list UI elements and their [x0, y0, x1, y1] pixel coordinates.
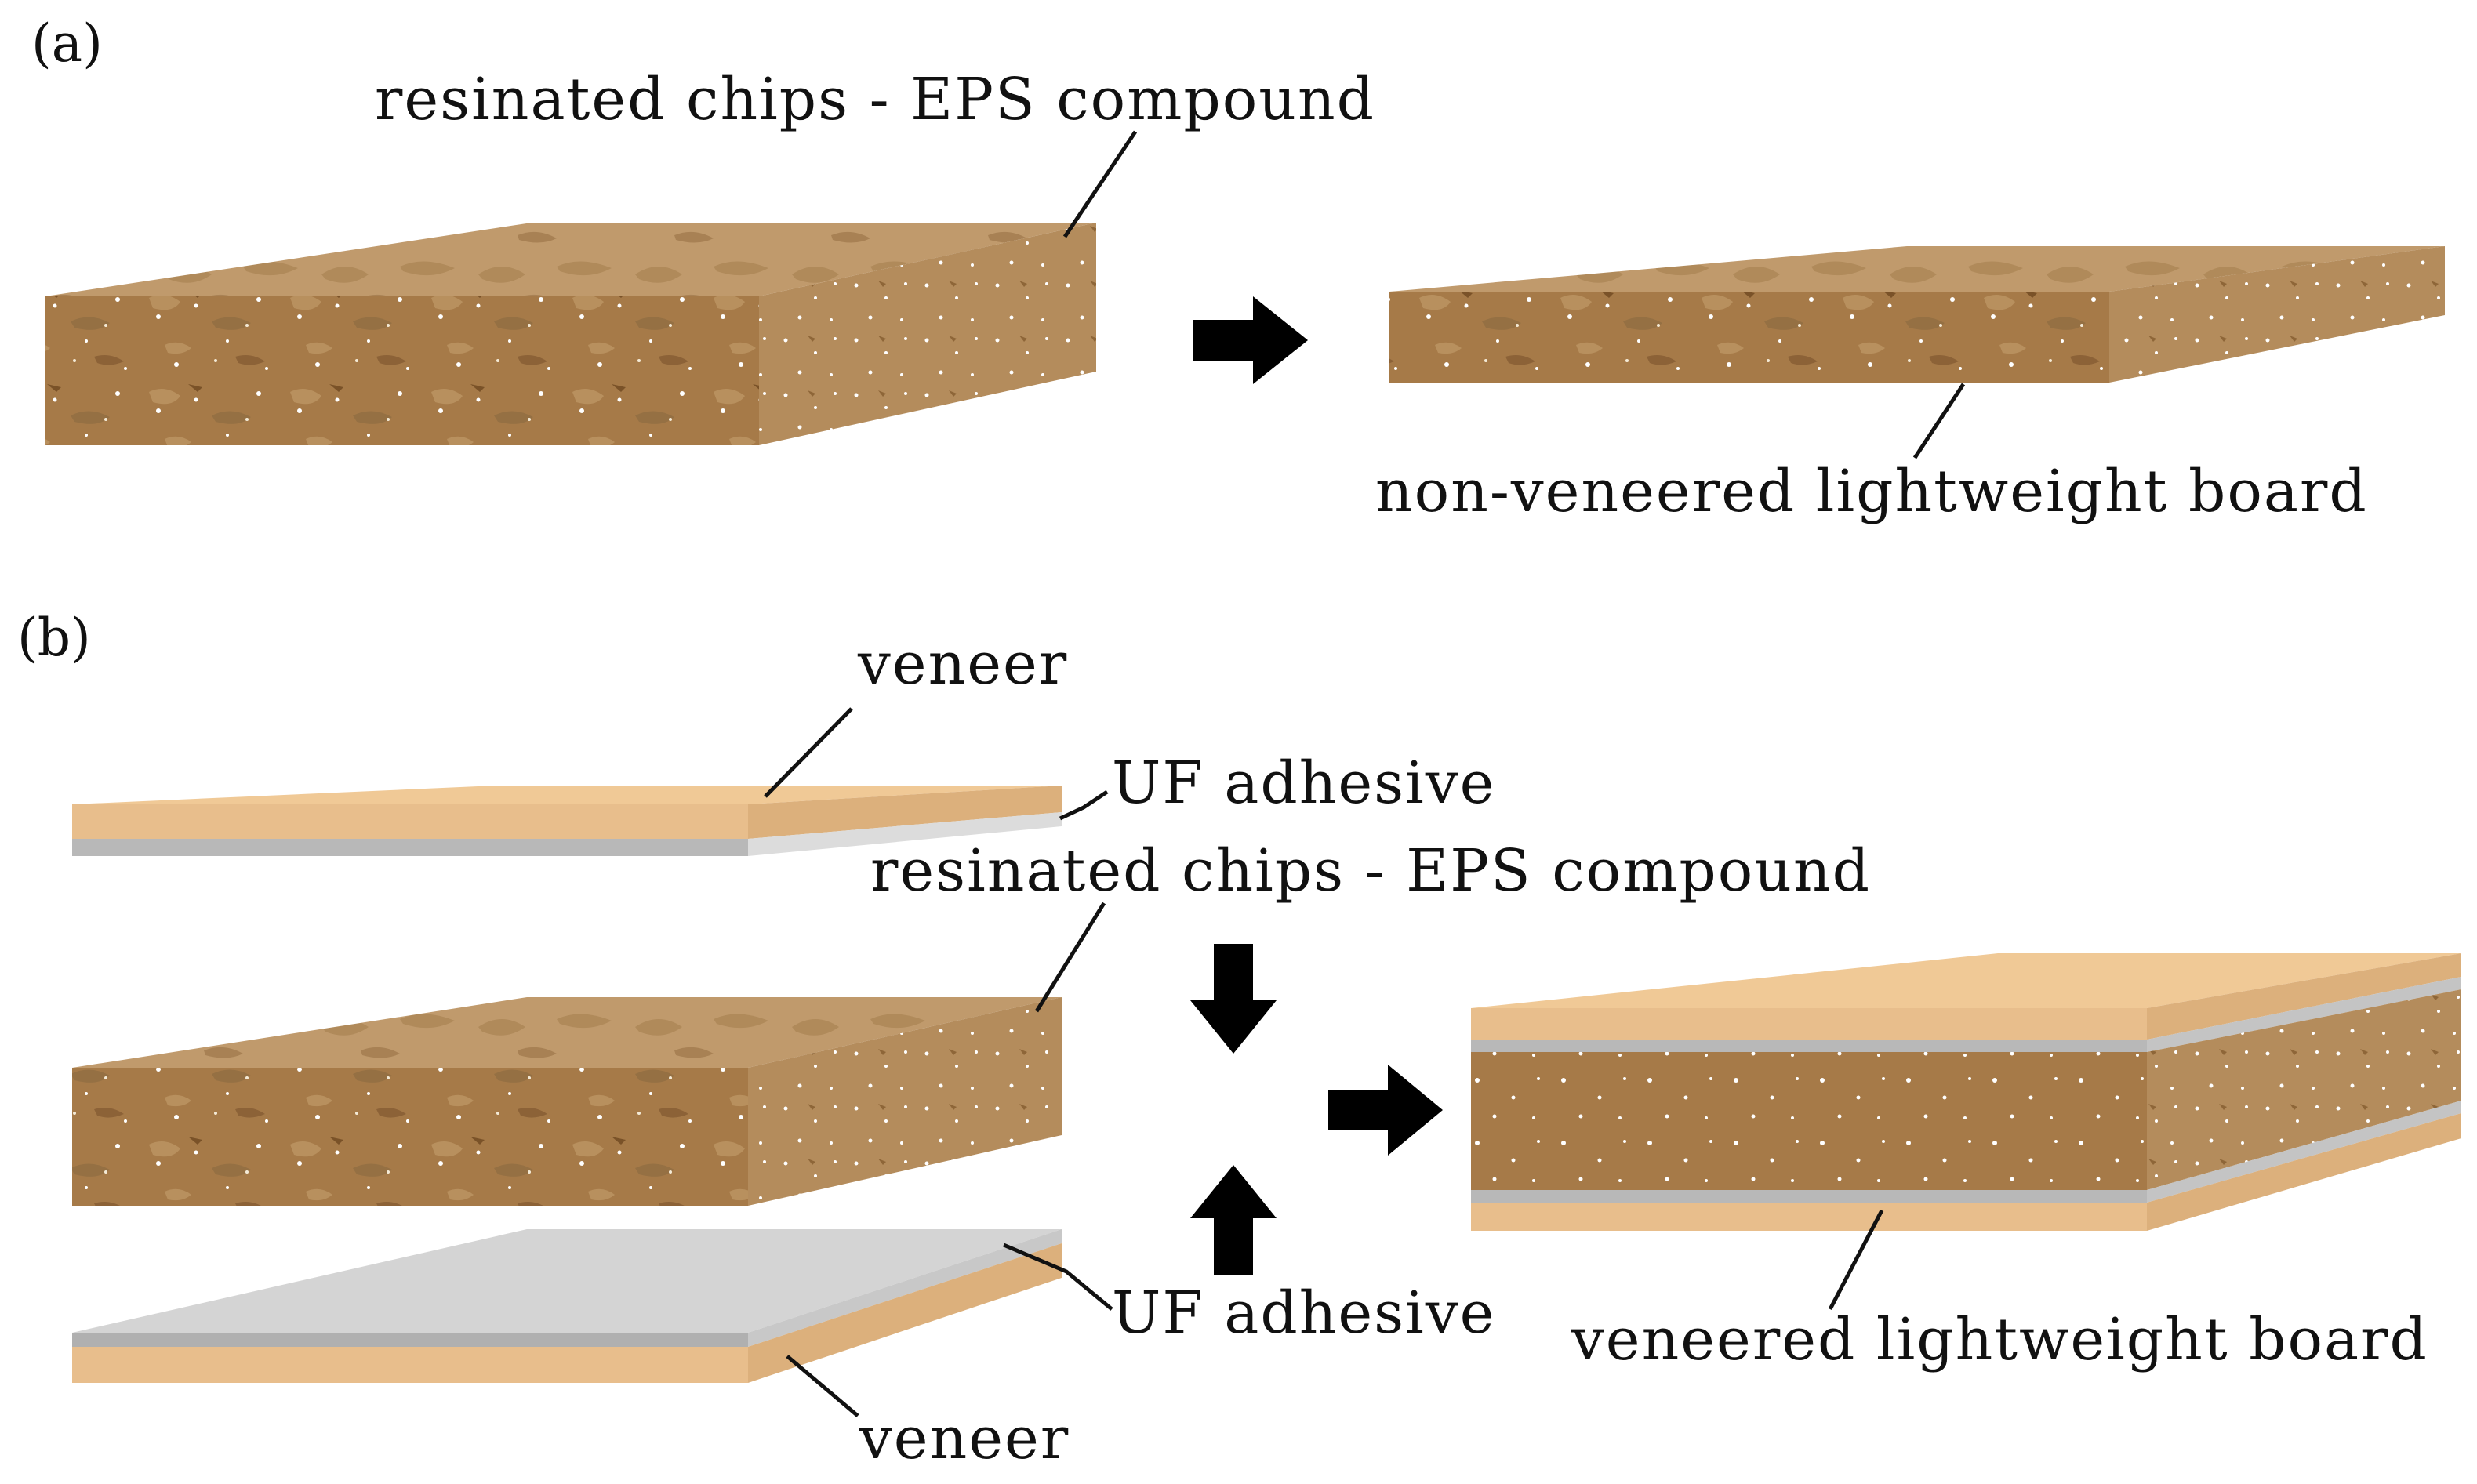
veneer-top-stack [72, 786, 1062, 856]
board-b-top [1471, 953, 2461, 1008]
label-adhesive-top: UF adhesive [1112, 749, 1495, 817]
adhesive-top-side [748, 812, 1062, 856]
adhesive-bottom-top [72, 1229, 1062, 1333]
board-b-side-adhesive-bottom [2147, 1101, 2461, 1203]
arrow-right-b [1328, 1065, 1443, 1156]
veneer-top-top [72, 786, 1062, 804]
leader-compound-a [1062, 130, 1138, 238]
panel-b-tag: (b) [17, 608, 91, 668]
veneered-board [1471, 953, 2461, 1231]
chips-eps-block-a [45, 223, 1096, 445]
veneer-top-side [748, 786, 1062, 839]
adhesive-bottom-side [748, 1229, 1062, 1347]
board-b-core [1471, 1052, 2147, 1190]
board-a-top [1389, 246, 2445, 292]
veneer-bottom-front [72, 1347, 748, 1383]
panel-a-tag: (a) [31, 13, 103, 74]
adhesive-top-front [72, 839, 748, 856]
label-veneer-bottom: veneer [859, 1405, 1070, 1472]
label-veneer-top: veneer [857, 630, 1068, 698]
label-compound-a: resinated chips - EPS compound [375, 66, 1375, 133]
leader-veneer-bottom [786, 1355, 859, 1417]
arrow-right-a [1193, 296, 1308, 384]
arrow-down-press [1190, 944, 1277, 1054]
board-b-side-veneer-bottom [2147, 1113, 2461, 1231]
veneer-bottom-side [748, 1243, 1062, 1383]
veneer-top-front [72, 804, 748, 839]
block-b-side [748, 997, 1062, 1206]
leader-board-a [1912, 383, 1966, 459]
leader-board-b [1828, 1209, 1884, 1311]
label-board-b: veneered lightweight board [1571, 1306, 2428, 1373]
block-a-top [45, 223, 1096, 296]
leader-veneer-top [764, 707, 853, 798]
board-b-side-veneer-top [2147, 953, 2461, 1040]
leader-adhesive-top [1059, 789, 1109, 821]
chips-eps-block-b [72, 997, 1062, 1206]
board-b-adhesive-top [1471, 1040, 2147, 1052]
board-b-veneer-bottom [1471, 1203, 2147, 1231]
leader-compound-b [1034, 902, 1106, 1013]
board-a-side [2109, 246, 2445, 383]
board-a-front [1389, 292, 2109, 383]
block-a-side [759, 223, 1096, 445]
label-board-a: non-veneered lightweight board [1375, 458, 2368, 525]
non-veneered-board [1389, 246, 2445, 383]
board-b-adhesive-bottom [1471, 1190, 2147, 1203]
block-b-front [72, 1068, 748, 1206]
adhesive-bottom-front [72, 1333, 748, 1347]
arrow-up-press [1190, 1165, 1277, 1275]
board-b-veneer-top [1471, 1008, 2147, 1040]
block-a-front [45, 296, 759, 445]
leader-adhesive-bottom [1003, 1243, 1113, 1311]
board-b-side-core [2147, 989, 2461, 1190]
board-b-side-adhesive-top [2147, 977, 2461, 1052]
veneer-bottom-stack [72, 1229, 1062, 1383]
label-compound-b: resinated chips - EPS compound [870, 837, 1871, 905]
label-adhesive-bottom: UF adhesive [1112, 1279, 1495, 1347]
block-b-top [72, 997, 1062, 1068]
